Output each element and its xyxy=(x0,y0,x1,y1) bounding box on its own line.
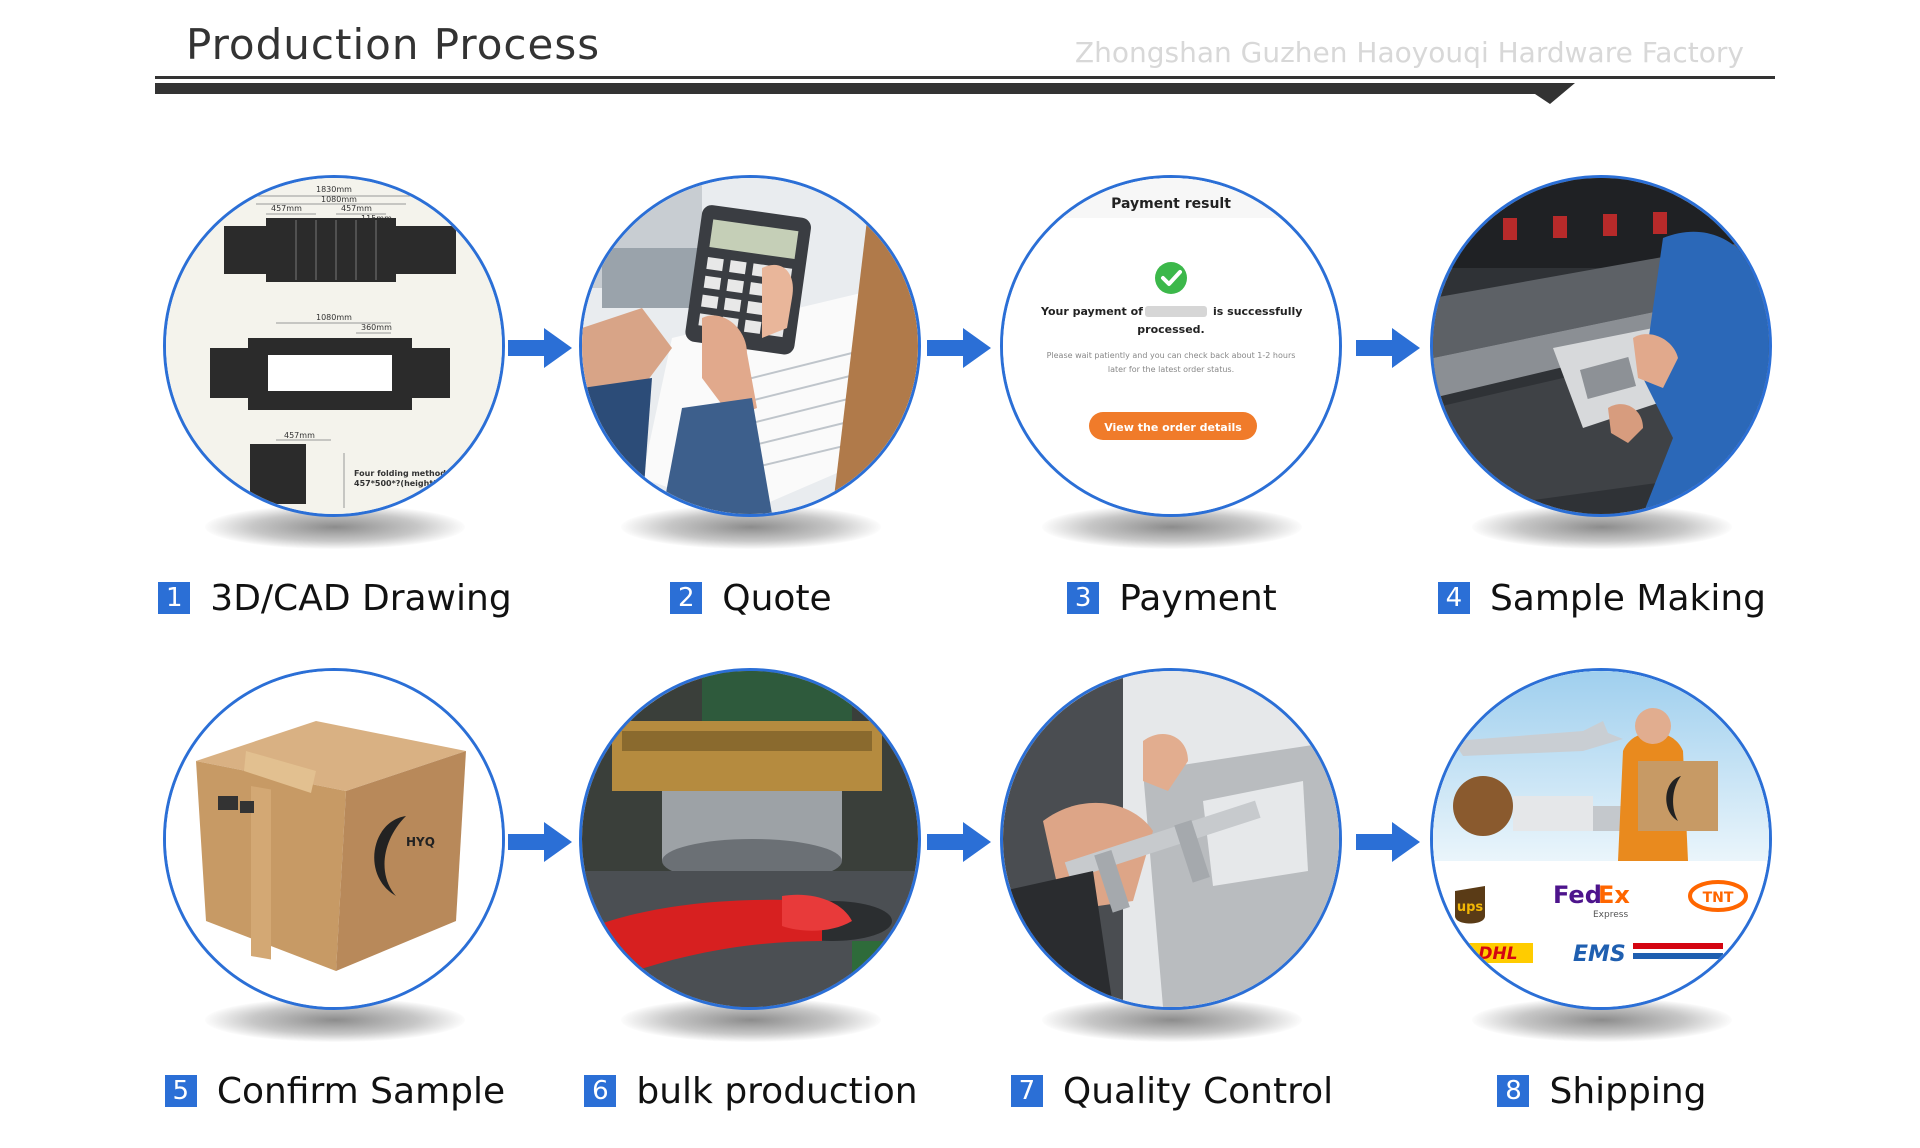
step-7-label: 7 Quality Control xyxy=(972,1066,1372,1116)
step-6: 6 bulk production xyxy=(551,668,951,1148)
svg-text:457*500*?(height) is 1: 457*500*?(height) is 1 xyxy=(354,479,456,488)
svg-text:1080mm: 1080mm xyxy=(321,195,357,204)
arrow-right-icon xyxy=(927,328,991,368)
svg-text:DHL: DHL xyxy=(1478,944,1517,964)
step-1-photo: 1830mm 1080mm 457mm 457mm 115mm 1080mm 3… xyxy=(163,175,507,565)
svg-text:457mm: 457mm xyxy=(271,204,302,213)
svg-text:ups: ups xyxy=(1457,900,1484,915)
step-1-label: 1 3D/CAD Drawing xyxy=(135,573,535,623)
payment-result-icon: Payment result Your payment of is succes… xyxy=(1000,175,1342,517)
step-number-badge: 3 xyxy=(1067,582,1100,614)
step-title: Confirm Sample xyxy=(216,1070,506,1112)
step-4-photo xyxy=(1430,175,1774,565)
step-number-badge: 7 xyxy=(1010,1075,1043,1107)
svg-text:457mm: 457mm xyxy=(284,431,315,440)
svg-text:TNT: TNT xyxy=(1703,890,1734,906)
svg-text:EMS: EMS xyxy=(1573,942,1626,967)
step-number-badge: 6 xyxy=(584,1075,617,1107)
step-number-badge: 4 xyxy=(1437,582,1470,614)
arrow-right-icon xyxy=(927,822,991,862)
step-2-label: 2 Quote xyxy=(551,573,951,623)
step-1: 1830mm 1080mm 457mm 457mm 115mm 1080mm 3… xyxy=(135,175,535,655)
svg-text:later for the latest order sta: later for the latest order status. xyxy=(1108,365,1234,374)
step-8: ups Fed Ex Express TNT DHL EMS 8 Shippin… xyxy=(1402,668,1802,1148)
page-title: Production Process xyxy=(186,20,601,69)
step-title: 3D/CAD Drawing xyxy=(210,577,512,619)
calculator-icon xyxy=(579,175,921,517)
company-name: Zhongshan Guzhen Haoyouqi Hardware Facto… xyxy=(1074,36,1744,69)
step-2-photo xyxy=(579,175,923,565)
caliper-icon xyxy=(1000,668,1342,1010)
step-8-photo: ups Fed Ex Express TNT DHL EMS xyxy=(1430,668,1774,1058)
svg-text:Ex: Ex xyxy=(1598,881,1630,909)
step-7-photo xyxy=(1000,668,1344,1058)
step-3-label: 3 Payment xyxy=(972,573,1372,623)
svg-text:457mm: 457mm xyxy=(341,204,372,213)
step-title: Sample Making xyxy=(1489,577,1767,619)
step-number-badge: 2 xyxy=(670,582,703,614)
step-8-label: 8 Shipping xyxy=(1402,1066,1802,1116)
shipping-icon: ups Fed Ex Express TNT DHL EMS xyxy=(1430,668,1772,1010)
arrow-right-icon xyxy=(1356,328,1420,368)
svg-text:HYQ: HYQ xyxy=(406,835,435,849)
svg-text:Express: Express xyxy=(1593,910,1628,920)
step-title: Quality Control xyxy=(1062,1070,1334,1112)
step-title: Quote xyxy=(722,577,832,619)
arrow-right-icon xyxy=(508,328,572,368)
step-6-label: 6 bulk production xyxy=(551,1066,951,1116)
svg-text:360mm: 360mm xyxy=(361,323,392,332)
step-number-badge: 1 xyxy=(158,582,191,614)
svg-text:Four folding method ta: Four folding method ta xyxy=(354,469,458,478)
svg-text:Fed: Fed xyxy=(1553,881,1602,909)
svg-text:Please wait patiently and you: Please wait patiently and you can check … xyxy=(1047,351,1296,360)
stamping-machine-icon xyxy=(579,668,921,1010)
svg-text:Payment result: Payment result xyxy=(1111,196,1231,212)
step-title: bulk production xyxy=(636,1070,918,1112)
step-title: Shipping xyxy=(1549,1070,1707,1112)
step-3-photo: Payment result Your payment of is succes… xyxy=(1000,175,1344,565)
step-4-label: 4 Sample Making xyxy=(1402,573,1802,623)
step-number-badge: 8 xyxy=(1497,1075,1530,1107)
cad-drawing-icon: 1830mm 1080mm 457mm 457mm 115mm 1080mm 3… xyxy=(163,175,505,517)
step-7: 7 Quality Control xyxy=(972,668,1372,1148)
step-4: 4 Sample Making xyxy=(1402,175,1802,655)
arrow-right-icon xyxy=(508,822,572,862)
cardboard-box-icon: HYQ xyxy=(163,668,505,1010)
arrow-right-icon xyxy=(1356,822,1420,862)
step-6-photo xyxy=(579,668,923,1058)
header-divider xyxy=(155,76,1775,104)
press-brake-icon xyxy=(1430,175,1772,517)
step-number-badge: 5 xyxy=(164,1075,197,1107)
svg-text:processed.: processed. xyxy=(1137,323,1204,336)
step-5: HYQ 5 Confirm Sample xyxy=(135,668,535,1148)
step-3: Payment result Your payment of is succes… xyxy=(972,175,1372,655)
step-2: 2 Quote xyxy=(551,175,951,655)
svg-text:1830mm: 1830mm xyxy=(316,185,352,194)
svg-text:Your payment of: Your payment of xyxy=(1040,305,1143,318)
svg-text:1080mm: 1080mm xyxy=(316,313,352,322)
svg-text:View the order details: View the order details xyxy=(1104,421,1242,434)
step-5-photo: HYQ xyxy=(163,668,507,1058)
step-title: Payment xyxy=(1119,577,1277,619)
step-5-label: 5 Confirm Sample xyxy=(135,1066,535,1116)
svg-text:is successfully: is successfully xyxy=(1213,305,1302,318)
